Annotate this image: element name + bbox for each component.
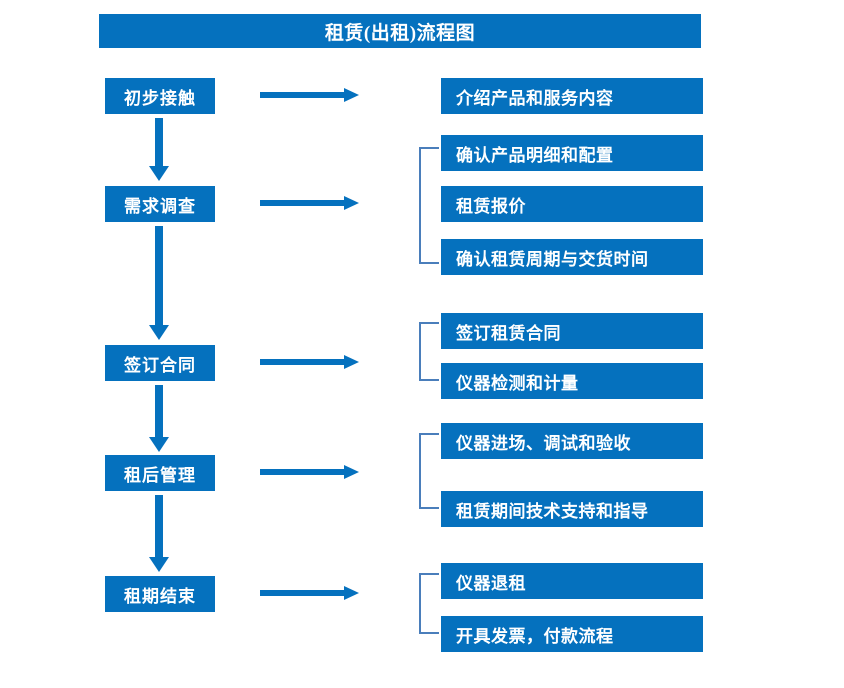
detail-box-queren-mingxi[interactable]: 确认产品明细和配置 <box>441 135 703 171</box>
arrow-qianding-to-zuhou-icon <box>149 385 169 452</box>
arrow-chubu-to-xuqiu-icon <box>149 118 169 181</box>
detail-box-yiqi-tuizu[interactable]: 仪器退租 <box>441 563 703 599</box>
detail-box-queren-zhouqi[interactable]: 确认租赁周期与交货时间 <box>441 239 703 275</box>
stage-box-qianding-hetong[interactable]: 签订合同 <box>105 345 215 381</box>
detail-box-yiqi-jinchang[interactable]: 仪器进场、调试和验收 <box>441 423 703 459</box>
arrow-zuhou-to-zuqi-icon <box>149 495 169 572</box>
arrow-qianding-to-hetong-icon <box>260 355 359 369</box>
detail-box-jieshao-chanpin[interactable]: 介绍产品和服务内容 <box>441 78 703 114</box>
bracket-xuqiu-group <box>419 147 439 264</box>
page-title: 租赁(出租)流程图 <box>99 14 701 48</box>
arrow-xuqiu-to-qianding-icon <box>149 226 169 340</box>
arrow-zuhou-to-jinchang-icon <box>260 465 359 479</box>
stage-box-chubu-jiechu[interactable]: 初步接触 <box>105 78 215 114</box>
detail-box-jishu-zhichi[interactable]: 租赁期间技术支持和指导 <box>441 491 703 527</box>
bracket-guanli-group <box>419 433 439 509</box>
detail-box-qianding-zulin-hetong[interactable]: 签订租赁合同 <box>441 313 703 349</box>
detail-box-zulin-baojia[interactable]: 租赁报价 <box>441 186 703 222</box>
bracket-hetong-group <box>419 322 439 381</box>
detail-box-yiqi-jiance[interactable]: 仪器检测和计量 <box>441 363 703 399</box>
stage-box-zuqi-jieshu[interactable]: 租期结束 <box>105 576 215 612</box>
arrow-chubu-to-jieshao-icon <box>260 88 359 102</box>
bracket-jieshu-group <box>419 573 439 634</box>
arrow-xuqiu-to-zulin-icon <box>260 196 359 210</box>
arrow-zuqi-to-tuizu-icon <box>260 586 359 600</box>
stage-box-xuqiu-diaocha[interactable]: 需求调查 <box>105 186 215 222</box>
stage-box-zuhou-guanli[interactable]: 租后管理 <box>105 455 215 491</box>
detail-box-kaiju-fapiao[interactable]: 开具发票，付款流程 <box>441 616 703 652</box>
